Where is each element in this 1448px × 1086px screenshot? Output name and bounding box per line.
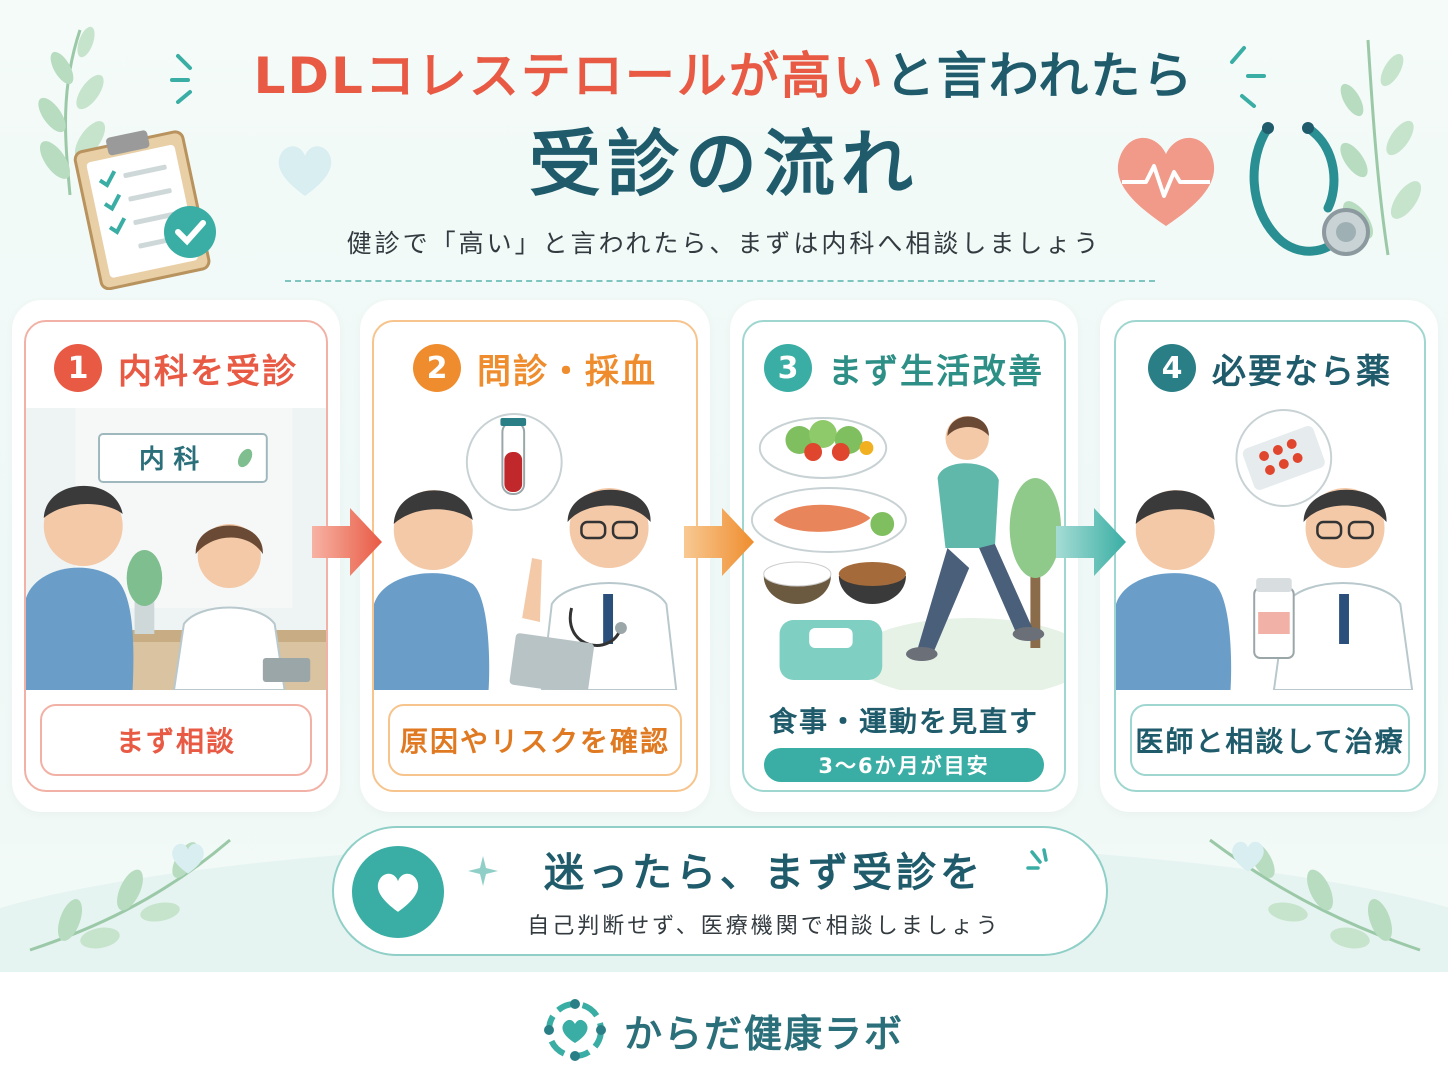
reception-illustration: 内 科 bbox=[26, 408, 326, 690]
step-header: 2 問診・採血 bbox=[374, 340, 696, 396]
heart-icon bbox=[278, 146, 332, 196]
duration-badge: 3〜6か月が目安 bbox=[764, 748, 1044, 782]
step-number: 3 bbox=[764, 344, 812, 392]
consultation-illustration bbox=[374, 408, 696, 690]
brand-name: からだ健康ラボ bbox=[624, 1011, 905, 1056]
arrow-right-icon bbox=[684, 508, 754, 576]
heart-icon bbox=[1232, 841, 1264, 872]
step-footer: 食事・運動を見直す bbox=[768, 705, 1039, 738]
step-number: 1 bbox=[54, 344, 102, 392]
title-suffix: と言われたら bbox=[884, 47, 1195, 105]
advice-banner: 迷ったら、まず受診を 自己判断せず、医療機関で相談しましょう bbox=[332, 826, 1108, 956]
sparkle-icon bbox=[1026, 848, 1048, 870]
heart-icon bbox=[352, 846, 444, 938]
sparkle-icon bbox=[468, 856, 498, 886]
step-title: まず生活改善 bbox=[828, 351, 1044, 392]
title-highlight: LDLコレステロールが高い bbox=[253, 47, 885, 105]
brand-logo-icon bbox=[544, 999, 606, 1061]
step-card-4: 4 必要なら薬 bbox=[1114, 320, 1426, 792]
arrow-right-icon bbox=[1056, 508, 1126, 576]
step-card-2: 2 問診・採血 bbox=[372, 320, 698, 792]
page-title-main: 受診の流れ bbox=[528, 122, 919, 206]
heart-pulse-icon bbox=[1117, 137, 1215, 226]
lifestyle-illustration bbox=[744, 408, 1064, 690]
step-title: 問診・採血 bbox=[477, 351, 657, 392]
step-title: 必要なら薬 bbox=[1212, 351, 1392, 392]
step-title: 内科を受診 bbox=[118, 351, 298, 392]
leaf-branch-icon bbox=[38, 26, 106, 196]
divider bbox=[285, 280, 1155, 282]
footer bbox=[0, 972, 1448, 1086]
clinic-sign: 内 科 bbox=[139, 445, 199, 475]
step-card-3: 3 まず生活改善 bbox=[742, 320, 1066, 792]
step-footer: まず相談 bbox=[40, 704, 312, 776]
banner-heading: 迷ったら、まず受診を bbox=[544, 850, 984, 896]
page-subtitle: 健診で「高い」と言われたら、まずは内科へ相談しましょう bbox=[346, 229, 1102, 258]
brand-logo: からだ健康ラボ bbox=[540, 992, 920, 1068]
page-title-line1: LDLコレステロールが高いと言われたら bbox=[0, 46, 1448, 106]
clipboard-check-icon bbox=[73, 130, 216, 290]
step-card-1: 1 内科を受診 内 科 bbox=[24, 320, 328, 792]
stethoscope-icon bbox=[1249, 122, 1370, 256]
sparkle-icon bbox=[170, 54, 192, 104]
medication-illustration bbox=[1116, 408, 1424, 690]
leaf-branch-icon bbox=[1209, 838, 1421, 952]
step-header: 3 まず生活改善 bbox=[744, 340, 1064, 396]
step-number: 4 bbox=[1148, 344, 1196, 392]
heart-icon bbox=[172, 843, 204, 874]
step-number: 2 bbox=[413, 344, 461, 392]
sparkle-icon bbox=[1230, 46, 1266, 108]
arrow-right-icon bbox=[312, 508, 382, 576]
step-header: 4 必要なら薬 bbox=[1116, 340, 1424, 396]
step-footer: 医師と相談して治療 bbox=[1130, 704, 1410, 776]
banner-subtext: 自己判断せず、医療機関で相談しましょう bbox=[527, 914, 1001, 939]
poster-background: LDLコレステロールが高いと言われたら 受診の流れ 健診で「高い」と言われたら、… bbox=[0, 0, 1448, 972]
step-footer: 原因やリスクを確認 bbox=[388, 704, 682, 776]
step-header: 1 内科を受診 bbox=[26, 340, 326, 396]
